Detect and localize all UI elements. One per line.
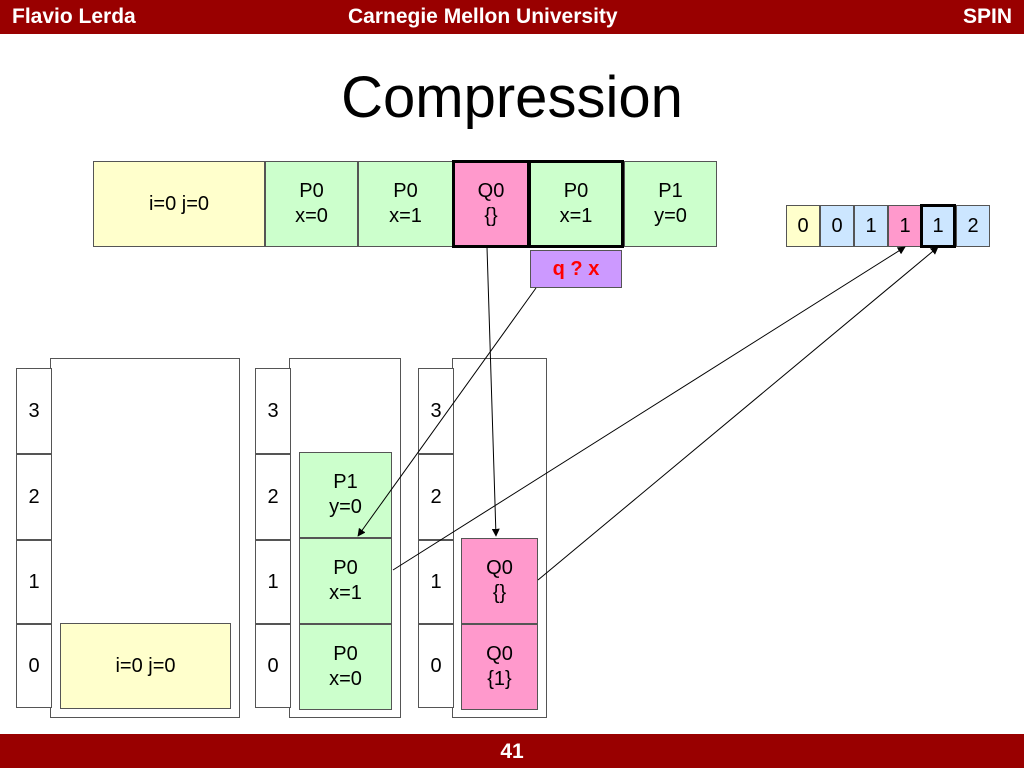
cell-text: Q0 <box>486 643 513 665</box>
author-name: Flavio Lerda <box>12 5 136 28</box>
table-1-row-label: 3 <box>16 368 52 454</box>
table-2-entry-p0-x0: P0 x=0 <box>299 624 392 710</box>
channel-label-text: q ? x <box>552 257 600 280</box>
row-index: 1 <box>267 570 279 593</box>
cell-text: i=0 j=0 <box>115 654 176 677</box>
index-cell-2: 1 <box>854 205 888 247</box>
index-cell-1: 0 <box>820 205 854 247</box>
table-1-row-label: 2 <box>16 454 52 540</box>
state-cell-globals: i=0 j=0 <box>93 161 265 247</box>
table-3-row-label: 1 <box>418 540 454 624</box>
state-cell-p0-b: P0 x=1 <box>358 161 453 247</box>
cell-text: P0 <box>333 557 358 579</box>
cell-text: x=1 <box>559 205 593 227</box>
cell-text: Q0 <box>486 557 513 579</box>
cell-text: P0 <box>563 180 589 202</box>
cell-text: y=0 <box>654 205 687 227</box>
index-cell-3: 1 <box>888 205 922 247</box>
table-2-row-label: 2 <box>255 454 291 540</box>
table-2-entry-p1: P1 y=0 <box>299 452 392 538</box>
table-1-entry-globals: i=0 j=0 <box>60 623 231 709</box>
index-text: 1 <box>865 214 877 237</box>
cell-text: {1} <box>487 668 512 690</box>
cell-text: {} <box>492 582 507 604</box>
arrow-channel-to-p1 <box>357 287 537 537</box>
index-cell-5: 2 <box>956 205 990 247</box>
state-cell-p0-a: P0 x=0 <box>265 161 358 247</box>
cell-text: P0 <box>393 180 418 202</box>
cell-text: P0 <box>299 180 324 202</box>
channel-label: q ? x <box>530 250 622 288</box>
arrow-p0-to-index <box>392 246 906 571</box>
table-3-row-label: 0 <box>418 624 454 708</box>
index-cell-0: 0 <box>786 205 820 247</box>
index-text: 1 <box>932 214 944 237</box>
index-text: 2 <box>967 214 979 237</box>
table-2-row-label: 0 <box>255 624 291 708</box>
slide-title: Compression <box>341 65 683 130</box>
row-index: 0 <box>28 654 40 677</box>
table-3-entry-q0-one: Q0 {1} <box>461 624 538 710</box>
cell-text: i=0 j=0 <box>148 192 210 215</box>
university-name: Carnegie Mellon University <box>348 5 618 28</box>
cell-text: x=0 <box>329 668 362 690</box>
table-1-row-label: 0 <box>16 624 52 708</box>
cell-text: P1 <box>333 471 358 493</box>
page-number: 41 <box>500 740 524 763</box>
table-3-row-label: 2 <box>418 454 454 540</box>
cell-text: Q0 <box>477 180 505 202</box>
cell-text: x=1 <box>389 205 422 227</box>
table-2-row-label: 3 <box>255 368 291 454</box>
row-index: 2 <box>267 485 279 508</box>
arrow-q0-to-index <box>537 246 939 581</box>
cell-text: x=1 <box>329 582 362 604</box>
row-index: 1 <box>430 570 442 593</box>
row-index: 3 <box>267 399 279 422</box>
state-cell-p1: P1 y=0 <box>624 161 717 247</box>
cell-text: y=0 <box>329 496 362 518</box>
state-cell-p0-c: P0 x=1 <box>528 160 624 248</box>
index-text: 0 <box>831 214 843 237</box>
row-index: 0 <box>430 654 442 677</box>
row-index: 2 <box>28 485 40 508</box>
index-text: 1 <box>899 214 911 237</box>
row-index: 0 <box>267 654 279 677</box>
index-text: 0 <box>797 214 809 237</box>
cell-text: P1 <box>658 180 683 202</box>
cell-text: P0 <box>333 643 358 665</box>
row-index: 3 <box>28 399 40 422</box>
table-2-row-label: 1 <box>255 540 291 624</box>
table-3-entry-q0-empty: Q0 {} <box>461 538 538 624</box>
row-index: 1 <box>28 570 40 593</box>
arrow-q0-to-table3 <box>486 246 500 537</box>
table-1-row-label: 1 <box>16 540 52 624</box>
row-index: 3 <box>430 399 442 422</box>
table-2-entry-p0-x1: P0 x=1 <box>299 538 392 624</box>
footer-bar: 41 <box>0 734 1024 768</box>
cell-text: {} <box>484 205 498 227</box>
row-index: 2 <box>430 485 442 508</box>
cell-text: x=0 <box>295 205 328 227</box>
state-cell-q0: Q0 {} <box>452 160 530 248</box>
topic-name: SPIN <box>962 5 1012 28</box>
header-bar: Flavio Lerda Carnegie Mellon University … <box>0 0 1024 34</box>
